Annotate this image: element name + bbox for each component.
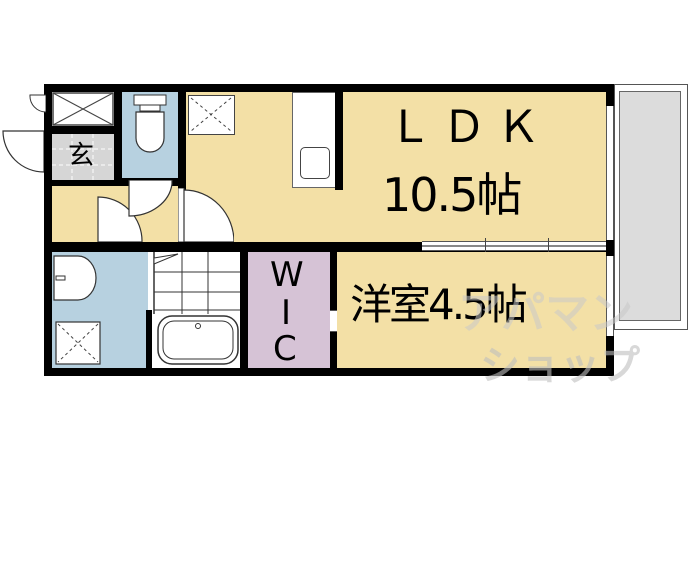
ldk-door xyxy=(177,187,235,243)
entrance-door xyxy=(2,130,45,174)
washroom xyxy=(52,252,148,368)
western-room-name: 洋室 xyxy=(350,280,431,329)
kitchen-wall xyxy=(335,92,343,190)
entrance-genkan: 玄 xyxy=(52,134,114,180)
ldk-room xyxy=(186,92,606,242)
western-room-size: 4.5帖 xyxy=(428,280,528,329)
wic-letter-i: I xyxy=(281,293,292,333)
ldk-name: ＬＤＫ xyxy=(388,102,550,153)
western-room-label: 洋室4.5帖 xyxy=(350,284,528,326)
watermark-line1: アパマン xyxy=(458,288,634,339)
walk-in-closet: W I C xyxy=(248,252,330,368)
western-room xyxy=(337,252,606,368)
kitchen-sink xyxy=(300,147,330,179)
sliding-door-partition xyxy=(422,238,606,254)
ldk-size: 10.5帖 xyxy=(382,168,522,222)
storage-door xyxy=(28,94,47,114)
east-window-top xyxy=(606,106,614,240)
bath-wash-wall xyxy=(146,310,152,370)
toilet-door xyxy=(128,179,174,220)
bathroom xyxy=(148,252,240,368)
shoe-storage xyxy=(52,92,114,126)
entrance-label: 玄 xyxy=(68,141,95,171)
east-window-bottom xyxy=(606,256,614,336)
wic-door xyxy=(330,310,337,332)
ldk-storage xyxy=(188,95,235,135)
toilet-room xyxy=(122,92,178,178)
wic-letter-w: W xyxy=(270,255,304,295)
wic-letter-c: C xyxy=(273,329,297,369)
kitchen-counter xyxy=(292,92,336,188)
watermark-line2: ショップ xyxy=(480,343,640,389)
balcony xyxy=(614,84,688,330)
